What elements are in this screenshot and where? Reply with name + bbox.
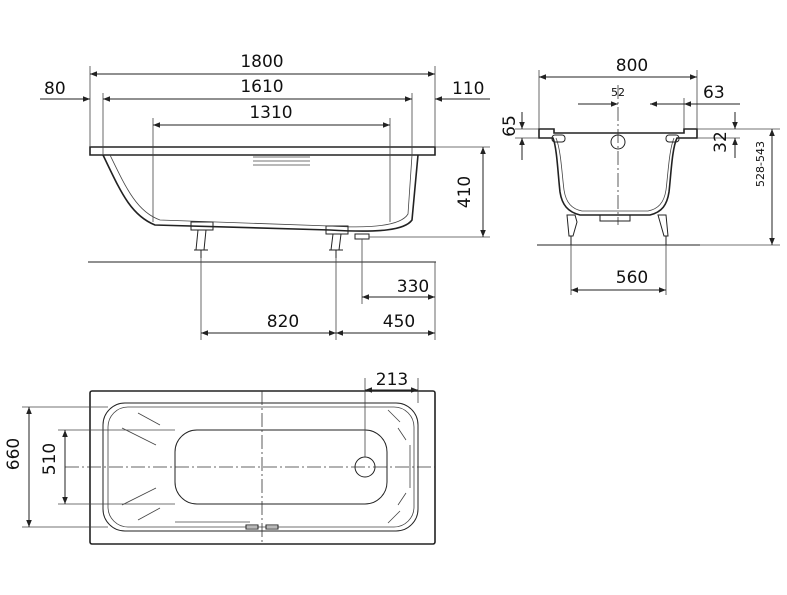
- dim-660: 660: [4, 438, 24, 470]
- dim-32: 32: [711, 131, 731, 153]
- dim-1610: 1610: [240, 77, 283, 97]
- side-tub-outline: [102, 154, 419, 232]
- side-view: 1800 80 1610 110 1310 410 330 820 450: [40, 52, 490, 340]
- plan-handle-slot-2: [265, 524, 279, 530]
- end-leg-right: [657, 214, 669, 245]
- dim-52: 52: [611, 86, 625, 99]
- plan-rim-inner-1: [102, 402, 419, 532]
- plan-outer-rim: [89, 390, 436, 545]
- side-leg-left: [190, 221, 214, 258]
- end-tub-outline: [538, 128, 698, 216]
- plan-grooves: [121, 409, 411, 524]
- dim-65: 65: [500, 115, 520, 137]
- side-leg-right: [325, 225, 349, 258]
- end-handle-right: [665, 134, 680, 143]
- dim-1310: 1310: [249, 103, 292, 123]
- dim-560: 560: [616, 268, 648, 288]
- dim-820: 820: [267, 312, 299, 332]
- dim-450: 450: [383, 312, 415, 332]
- dim-1800: 1800: [240, 52, 283, 72]
- dim-510: 510: [40, 443, 60, 475]
- side-rim: [89, 146, 436, 156]
- dim-800: 800: [616, 56, 648, 76]
- end-tub-inner: [555, 137, 675, 212]
- dim-528-543: 528-543: [754, 141, 767, 187]
- end-drain: [599, 214, 631, 222]
- dim-110: 110: [452, 79, 484, 99]
- end-handle-left: [551, 134, 566, 143]
- end-leg-left: [566, 214, 578, 245]
- dim-330: 330: [397, 277, 429, 297]
- dim-213: 213: [376, 370, 408, 390]
- side-drain: [354, 233, 370, 240]
- side-tub-inner: [109, 154, 413, 228]
- plan-handle-slot-1: [245, 524, 259, 530]
- dim-410: 410: [455, 176, 475, 208]
- end-view: 800 52 63 65 32 528-543 560: [500, 56, 780, 295]
- dim-80: 80: [44, 79, 66, 99]
- dim-63: 63: [703, 83, 725, 103]
- plan-view: 213 660 510: [4, 370, 436, 545]
